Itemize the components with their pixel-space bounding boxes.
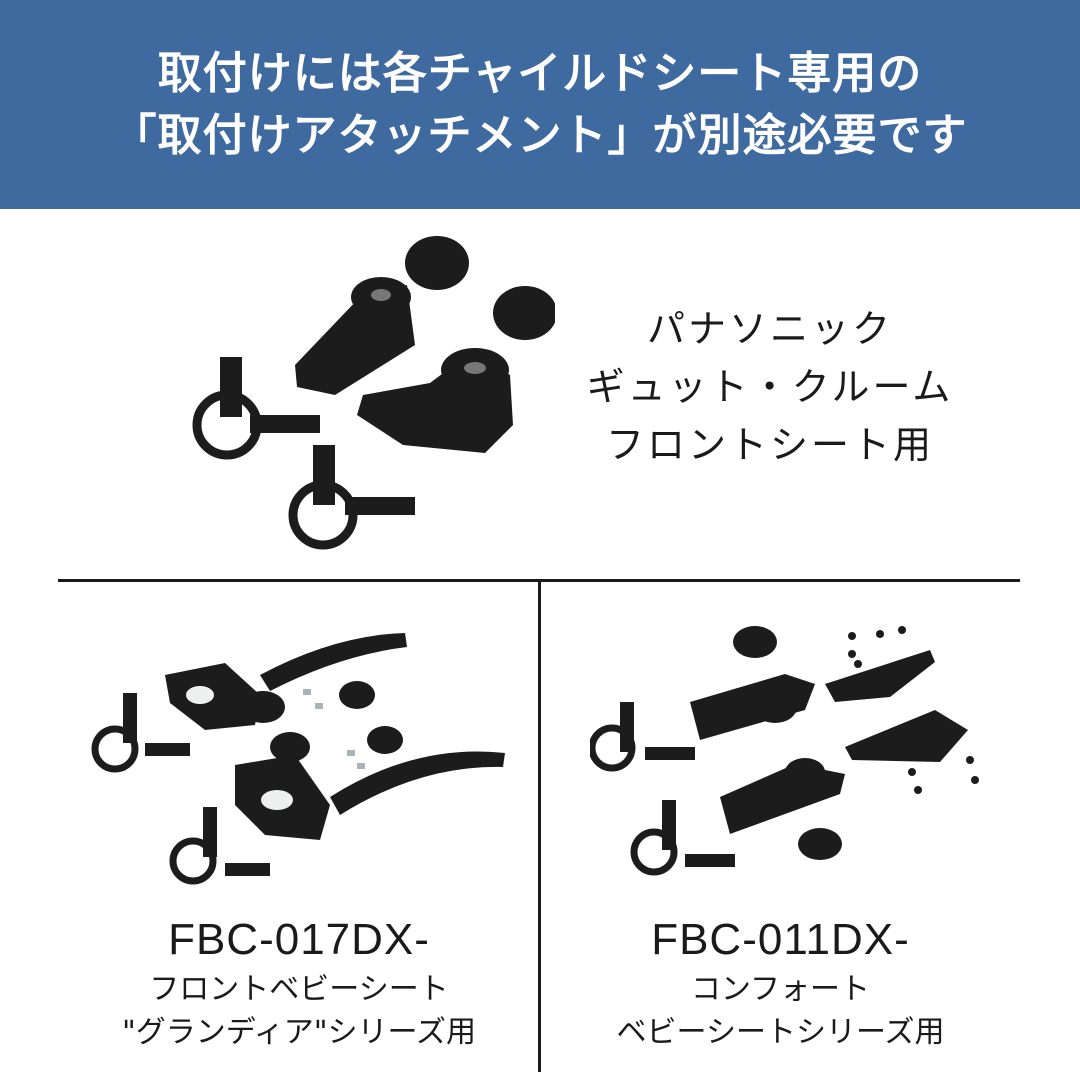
top-product-image	[185, 225, 555, 555]
right-product-desc-1: コンフォート	[690, 972, 871, 1007]
left-product-caption: FBC-017DX- フロントベビーシート "グランディア"シリーズ用	[60, 912, 538, 1054]
left-product-model: FBC-017DX-	[168, 915, 430, 964]
vertical-divider	[538, 582, 541, 1072]
top-label-line-3: フロントシート用	[605, 423, 934, 467]
top-product-label: パナソニック ギュット・クルーム フロントシート用	[560, 300, 980, 474]
top-label-line-2: ギュット・クルーム	[586, 365, 954, 409]
right-product-caption: FBC-011DX- コンフォート ベビーシートシリーズ用	[541, 912, 1020, 1054]
right-product-desc-2: ベビーシートシリーズ用	[616, 1015, 945, 1050]
left-product-image	[85, 625, 515, 895]
left-product-desc-2: "グランディア"シリーズ用	[122, 1015, 476, 1050]
header-line-1: 取付けには各チャイルドシート専用の	[157, 47, 923, 99]
horizontal-divider	[58, 579, 1020, 582]
header-line-2: 「取付けアタッチメント」が別途必要です	[112, 109, 968, 161]
left-product-desc-1: フロントベビーシート	[149, 972, 449, 1007]
right-product-image	[590, 622, 990, 892]
top-label-line-1: パナソニック	[646, 307, 893, 351]
right-product-model: FBC-011DX-	[651, 915, 910, 964]
header-banner: 取付けには各チャイルドシート専用の 「取付けアタッチメント」が別途必要です	[0, 0, 1080, 209]
